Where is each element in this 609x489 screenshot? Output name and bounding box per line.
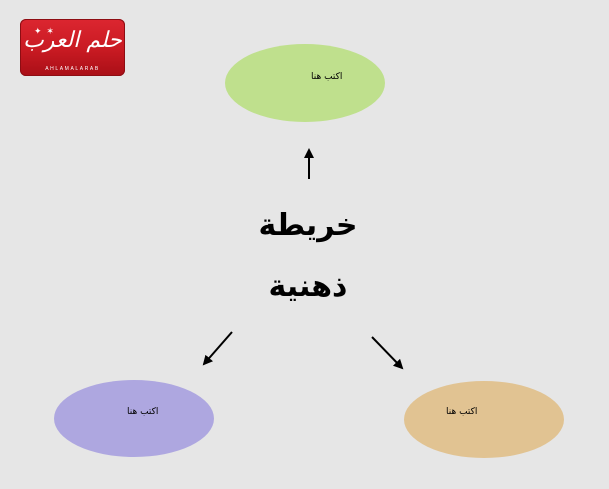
star-icon: ✦ ✶ xyxy=(34,27,55,37)
title-line-1: خريطة xyxy=(258,208,358,243)
arrow-down-right-icon xyxy=(371,336,404,370)
arrow-down-left-icon xyxy=(202,331,233,366)
mindmap-node-right[interactable]: اكتب هنا xyxy=(404,381,564,458)
node-top-label: اكتب هنا xyxy=(311,72,343,82)
logo-tagline: AHLAMALARAB xyxy=(45,66,100,72)
node-left-label: اكتب هنا xyxy=(127,407,159,417)
node-right-label: اكتب هنا xyxy=(446,407,478,417)
mindmap-node-top[interactable]: اكتب هنا xyxy=(225,44,385,122)
mindmap-node-left[interactable]: اكتب هنا xyxy=(54,380,214,457)
site-logo: ✦ ✶ حلم العرب AHLAMALARAB xyxy=(20,19,125,76)
title-line-2: ذهنية xyxy=(268,269,348,304)
logo-name: حلم العرب xyxy=(23,28,122,53)
